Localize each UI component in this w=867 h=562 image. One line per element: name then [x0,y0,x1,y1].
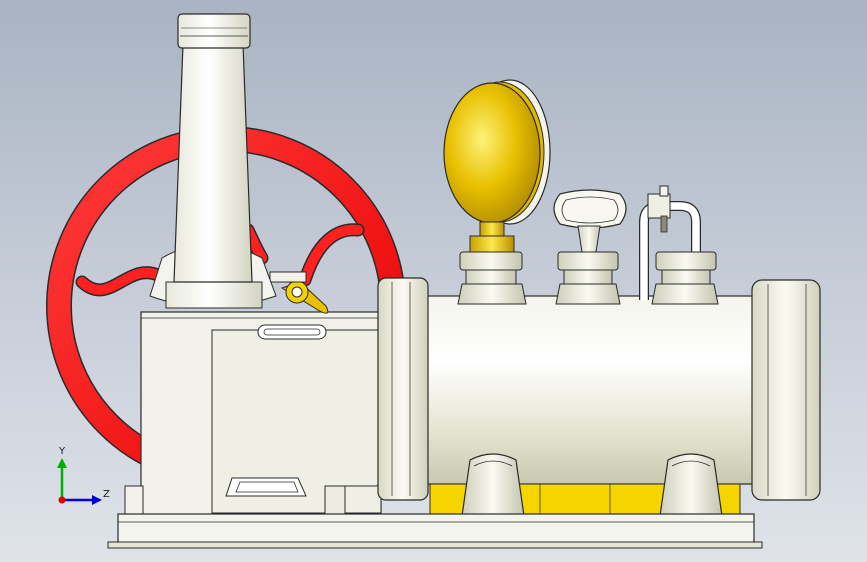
safety-valve[interactable] [553,189,627,305]
gauge-fitting[interactable] [457,251,527,305]
z-axis-arrowhead [92,495,102,505]
cylinder-block[interactable] [124,311,382,517]
coordinate-triad: Y Z [57,446,110,505]
y-axis-label: Y [58,446,66,457]
boiler-tank[interactable] [377,277,821,501]
z-axis-label: Z [103,489,110,500]
y-axis-arrowhead [57,458,67,468]
saddle-support-left[interactable] [461,453,525,517]
chimney-stack[interactable] [149,13,277,309]
x-axis-dot [58,496,66,504]
saddle-support-right[interactable] [659,453,723,517]
crank-pin[interactable] [269,271,329,314]
pressure-gauge[interactable] [443,79,551,253]
base-plate[interactable] [107,513,763,549]
steam-pipe-fitting[interactable] [639,185,719,305]
